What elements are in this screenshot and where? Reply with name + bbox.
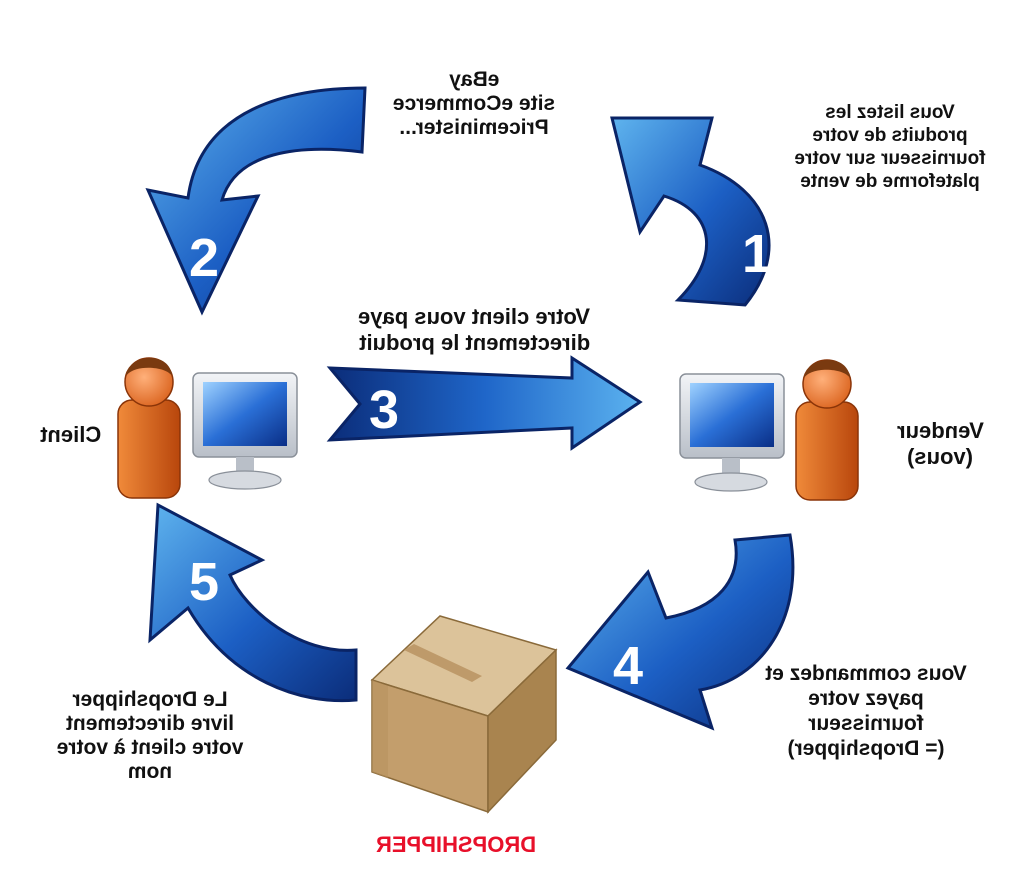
step-number-5: 5 bbox=[189, 552, 219, 612]
vendor-label-line-1: Vendeur bbox=[897, 418, 984, 443]
person-icon bbox=[795, 359, 859, 501]
cardboard-box-icon bbox=[370, 615, 558, 814]
label-step-1-line-2: produits de votre bbox=[812, 125, 967, 146]
label-step-1-line-3: fournisseur sur votre bbox=[794, 148, 985, 169]
arrow-step-5: 5 bbox=[148, 502, 358, 703]
arrow-step-3: 3 bbox=[326, 355, 643, 451]
label-step-3-line-1: Votre client vous paye bbox=[358, 304, 590, 329]
label-step-5-line-1: Le Dropshipper bbox=[72, 688, 227, 711]
label-step-4-line-4: (= Dropshipper) bbox=[788, 737, 945, 760]
label-step-4-line-2: payez votre bbox=[808, 687, 924, 710]
client-label: Client bbox=[39, 422, 101, 447]
vendor-label-line-2: (vous) bbox=[907, 444, 973, 469]
label-step-5-line-3: votre client à votre bbox=[57, 736, 244, 759]
arrow-step-1: 1 bbox=[610, 116, 772, 307]
label-step-1-line-4: plateforme de vente bbox=[800, 171, 980, 192]
label-step-5-line-2: livre directement bbox=[66, 712, 234, 735]
label-step-5: Le Dropshipper livre directement votre c… bbox=[57, 688, 244, 783]
computer-monitor-icon bbox=[192, 372, 298, 490]
arrow-step-2: 2 bbox=[145, 86, 367, 316]
label-step-2-line-1: eBay bbox=[449, 68, 500, 91]
step-number-4: 4 bbox=[613, 636, 643, 696]
dropshipper-label: DROPSHIPPER bbox=[376, 832, 536, 857]
label-step-1: Vous listez les produits de votre fourni… bbox=[794, 102, 985, 192]
label-step-5-line-4: nom bbox=[128, 760, 172, 783]
label-step-4-line-1: Vous commandez et bbox=[765, 662, 967, 685]
label-step-2-line-2: site eCommerce bbox=[393, 92, 555, 115]
step-number-3: 3 bbox=[369, 380, 399, 440]
label-step-2: eBay site eCommerce Priceminister... bbox=[393, 68, 555, 139]
person-icon bbox=[117, 357, 181, 499]
label-step-3: Votre client vous paye directement le pr… bbox=[358, 304, 590, 355]
label-step-3-line-2: directement le produit bbox=[358, 330, 590, 355]
computer-monitor-icon bbox=[679, 373, 785, 492]
client-group: Client bbox=[39, 357, 298, 499]
label-step-4-line-3: fournisseur bbox=[808, 712, 924, 735]
arrow-step-4: 4 bbox=[565, 533, 795, 731]
label-step-2-line-3: Priceminister... bbox=[399, 116, 548, 139]
label-step-1-line-1: Vous listez les bbox=[825, 102, 955, 123]
step-number-2: 2 bbox=[189, 228, 219, 288]
vendor-group: Vendeur (vous) bbox=[679, 359, 984, 501]
step-number-1: 1 bbox=[742, 224, 772, 284]
label-step-4: Vous commandez et payez votre fournisseu… bbox=[765, 662, 967, 760]
